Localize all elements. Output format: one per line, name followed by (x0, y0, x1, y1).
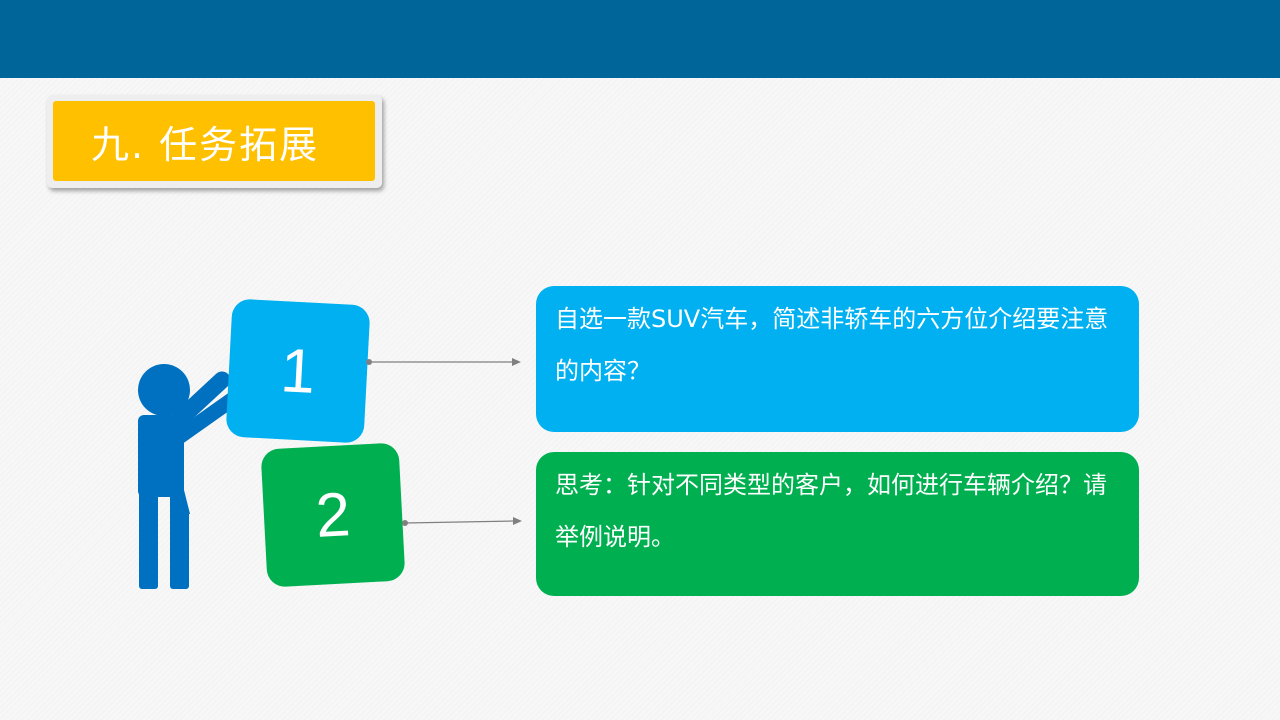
title-badge: 九. 任务拓展 (47, 95, 382, 188)
task-card-2-text: 思考：针对不同类型的客户，如何进行车辆介绍？请举例说明。 (555, 471, 1107, 551)
connector-2-line (404, 520, 515, 524)
header-bar (0, 0, 1280, 78)
connector-2 (402, 517, 522, 526)
task-card-1-text: 自选一款SUV汽车，简述非轿车的六方位介绍要注意的内容？ (555, 305, 1109, 385)
figure-leg-right (170, 510, 189, 589)
figure-leg-left (139, 490, 158, 589)
task-card-2: 思考：针对不同类型的客户，如何进行车辆介绍？请举例说明。 (536, 452, 1139, 596)
connector-2-arrowhead (513, 517, 522, 525)
slide-title: 九. 任务拓展 (91, 122, 320, 167)
figure-arm-upper (159, 371, 231, 439)
task-card-1: 自选一款SUV汽车，简述非轿车的六方位介绍要注意的内容？ (536, 286, 1139, 432)
figure-leg-right-joint (170, 490, 190, 514)
title-badge-inner: 九. 任务拓展 (53, 101, 375, 181)
connector-1 (366, 358, 521, 366)
connector-1-arrowhead (512, 358, 521, 366)
figure-head (138, 364, 190, 416)
